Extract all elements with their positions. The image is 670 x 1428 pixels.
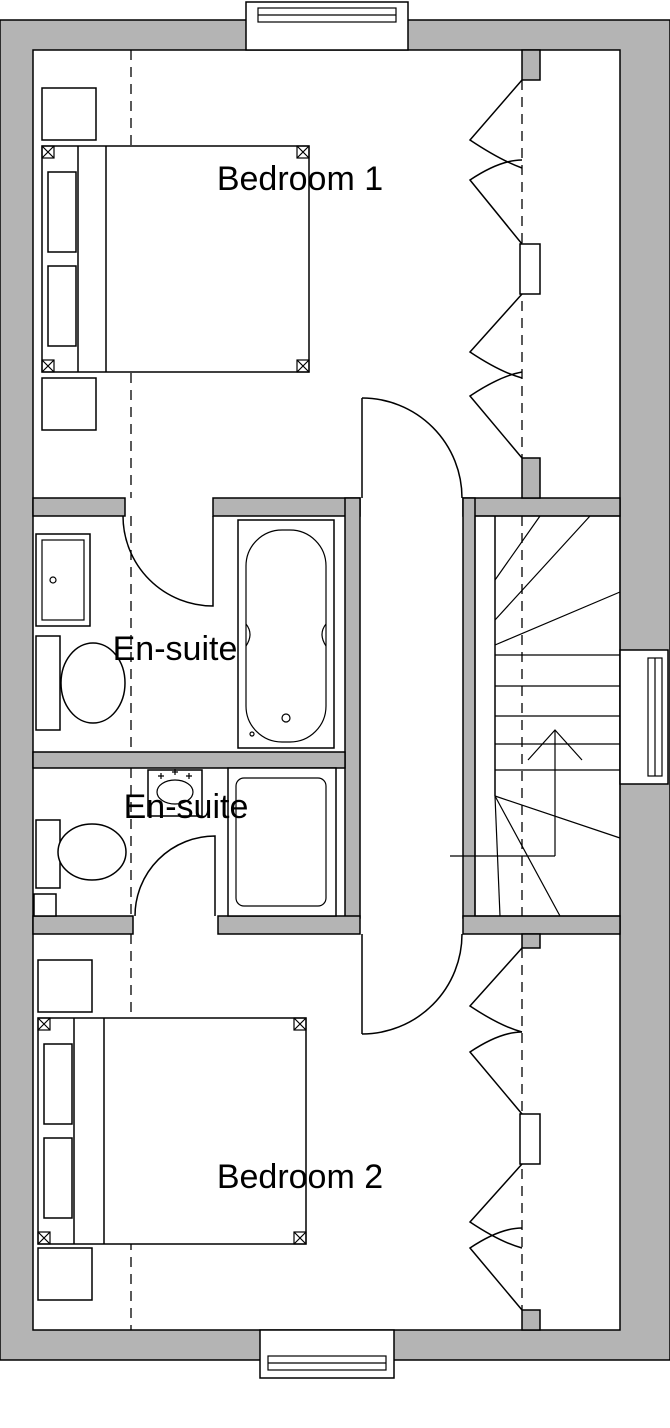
room-label-bedroom2: Bedroom 2 xyxy=(217,1158,383,1196)
room-label-ensuite1: En-suite xyxy=(113,630,238,668)
room-label-ensuite2: En-suite xyxy=(124,788,249,826)
bedroom2-door xyxy=(361,933,463,1035)
staircase xyxy=(450,515,621,917)
outer-walls xyxy=(0,19,670,1361)
ensuite1-fixtures xyxy=(35,515,335,752)
interior-walls xyxy=(32,49,621,1331)
bedroom1-furniture xyxy=(41,50,541,498)
ensuite2-fixtures xyxy=(33,767,337,917)
bedroom2-furniture xyxy=(37,934,541,1330)
room-label-bedroom1: Bedroom 1 xyxy=(217,160,383,198)
windows xyxy=(245,1,669,1379)
bedroom1-door xyxy=(361,397,463,499)
